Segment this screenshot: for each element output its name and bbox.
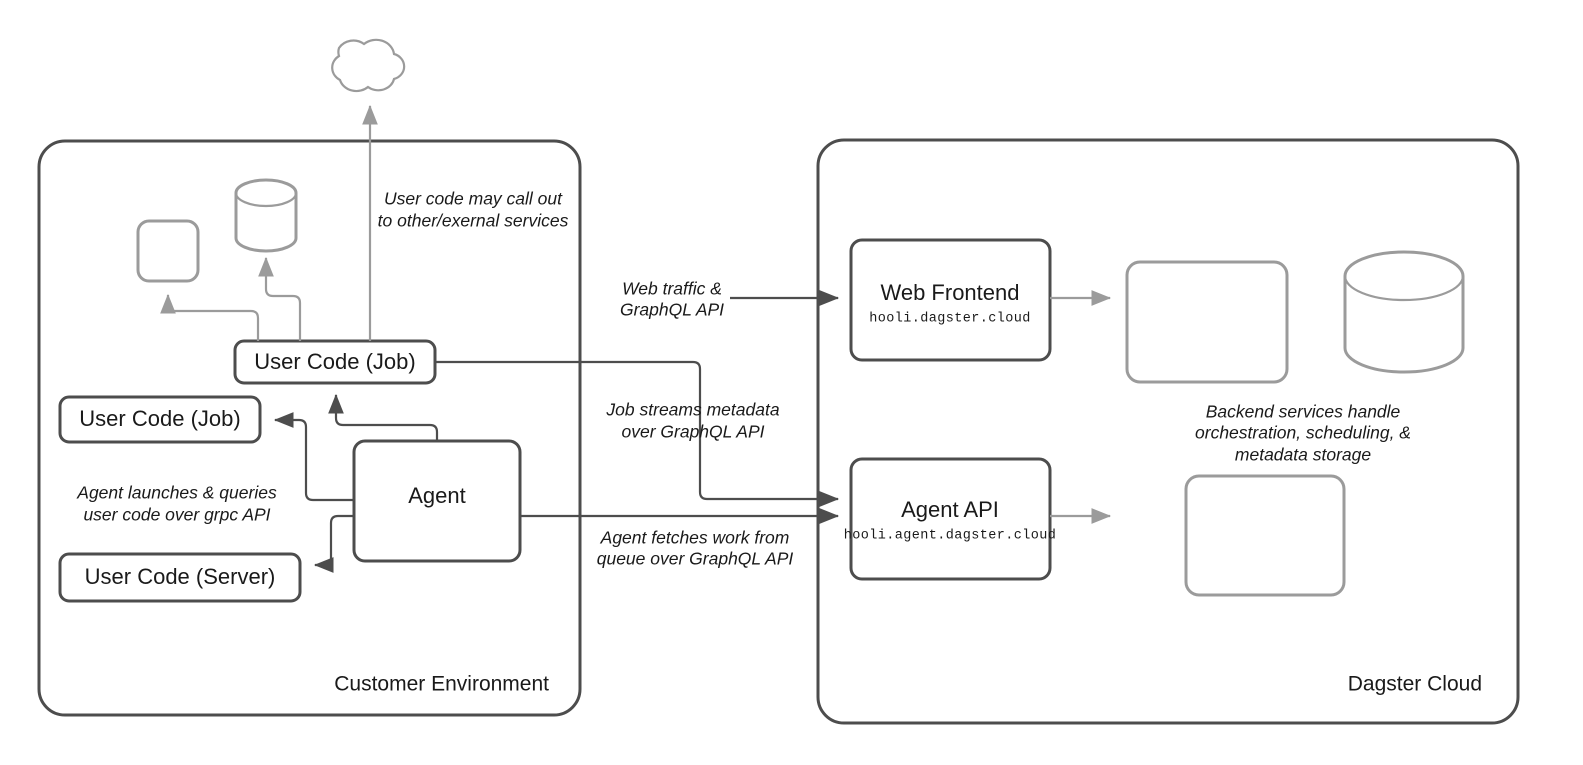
web-frontend-box[interactable]: [849, 238, 1052, 362]
edge-usercode-to-database: [258, 256, 302, 341]
container-dagster-cloud: Dagster Cloud: [816, 138, 1520, 725]
annotation-agent-fetches: Agent fetches work from queue over Graph…: [597, 528, 794, 569]
annotation-agent-launches-line1: Agent launches & queries: [76, 483, 277, 503]
annotation-job-streams: Job streams metadata over GraphQL API: [605, 400, 779, 442]
backend-database-icon: [1343, 250, 1465, 374]
annotation-backend-services-line1: Backend services handle: [1206, 402, 1401, 422]
edge-usercode-to-service-box: [160, 293, 260, 341]
annotation-backend-services-line3: metadata storage: [1235, 445, 1371, 465]
web-frontend-sublabel: hooli.dagster.cloud: [869, 312, 1031, 327]
annotation-backend-services-line2: orchestration, scheduling, &: [1195, 423, 1411, 443]
annotation-external-call: User code may call out to other/exernal …: [378, 189, 569, 231]
web-frontend-label: Web Frontend: [880, 280, 1019, 305]
external-cloud-icon: [331, 38, 406, 93]
backend-service-box-top-icon: [1125, 260, 1289, 384]
annotation-agent-fetches-line1: Agent fetches work from: [600, 528, 790, 548]
container-customer-environment: Customer Environment: [37, 139, 582, 717]
user-code-job-top-label: User Code (Job): [254, 349, 415, 374]
edge-job-streams-to-agent-api: [435, 360, 840, 507]
node-agent-api[interactable]: Agent API hooli.agent.dagster.cloud: [844, 457, 1057, 581]
node-user-code-job-top[interactable]: User Code (Job): [233, 339, 437, 385]
edge-agent-to-user-code-job-left: [273, 412, 354, 502]
node-web-frontend[interactable]: Web Frontend hooli.dagster.cloud: [849, 238, 1052, 362]
dagster-cloud-label: Dagster Cloud: [1348, 673, 1482, 696]
user-code-job-left-box[interactable]: [58, 395, 262, 444]
annotation-web-traffic-line1: Web traffic &: [622, 279, 722, 299]
annotation-agent-launches-line2: user code over grpc API: [83, 505, 270, 525]
edge-agent-to-user-code-job-top: [328, 393, 439, 441]
backend-service-box-bottom-icon: [1184, 474, 1346, 597]
customer-environment-label: Customer Environment: [334, 673, 549, 696]
customer-environment-border: [37, 139, 582, 717]
user-code-server-label: User Code (Server): [85, 564, 276, 589]
agent-api-sublabel: hooli.agent.dagster.cloud: [844, 529, 1057, 544]
annotation-job-streams-line2: over GraphQL API: [622, 422, 765, 442]
annotation-backend-services: Backend services handle orchestration, s…: [1195, 402, 1411, 465]
agent-label: Agent: [408, 483, 466, 508]
node-agent[interactable]: Agent: [352, 439, 522, 563]
agent-api-box[interactable]: [849, 457, 1052, 581]
annotation-job-streams-line1: Job streams metadata: [605, 400, 779, 420]
agent-api-label: Agent API: [901, 497, 999, 522]
node-user-code-job-left[interactable]: User Code (Job): [58, 395, 262, 444]
annotation-web-traffic: Web traffic & GraphQL API: [620, 279, 724, 320]
annotation-web-traffic-line2: GraphQL API: [620, 300, 724, 320]
node-user-code-server[interactable]: User Code (Server): [58, 552, 302, 603]
external-database-icon: [234, 178, 298, 253]
annotation-agent-fetches-line2: queue over GraphQL API: [597, 549, 794, 569]
edge-agent-to-user-code-server: [313, 514, 354, 573]
user-code-server-box[interactable]: [58, 552, 302, 603]
external-service-box-icon: [136, 219, 200, 283]
dagster-cloud-border: [816, 138, 1520, 725]
annotation-agent-launches: Agent launches & queries user code over …: [76, 483, 277, 525]
user-code-job-left-label: User Code (Job): [79, 406, 240, 431]
annotation-external-call-line2: to other/exernal services: [378, 211, 569, 231]
annotation-external-call-line1: User code may call out: [384, 189, 563, 209]
